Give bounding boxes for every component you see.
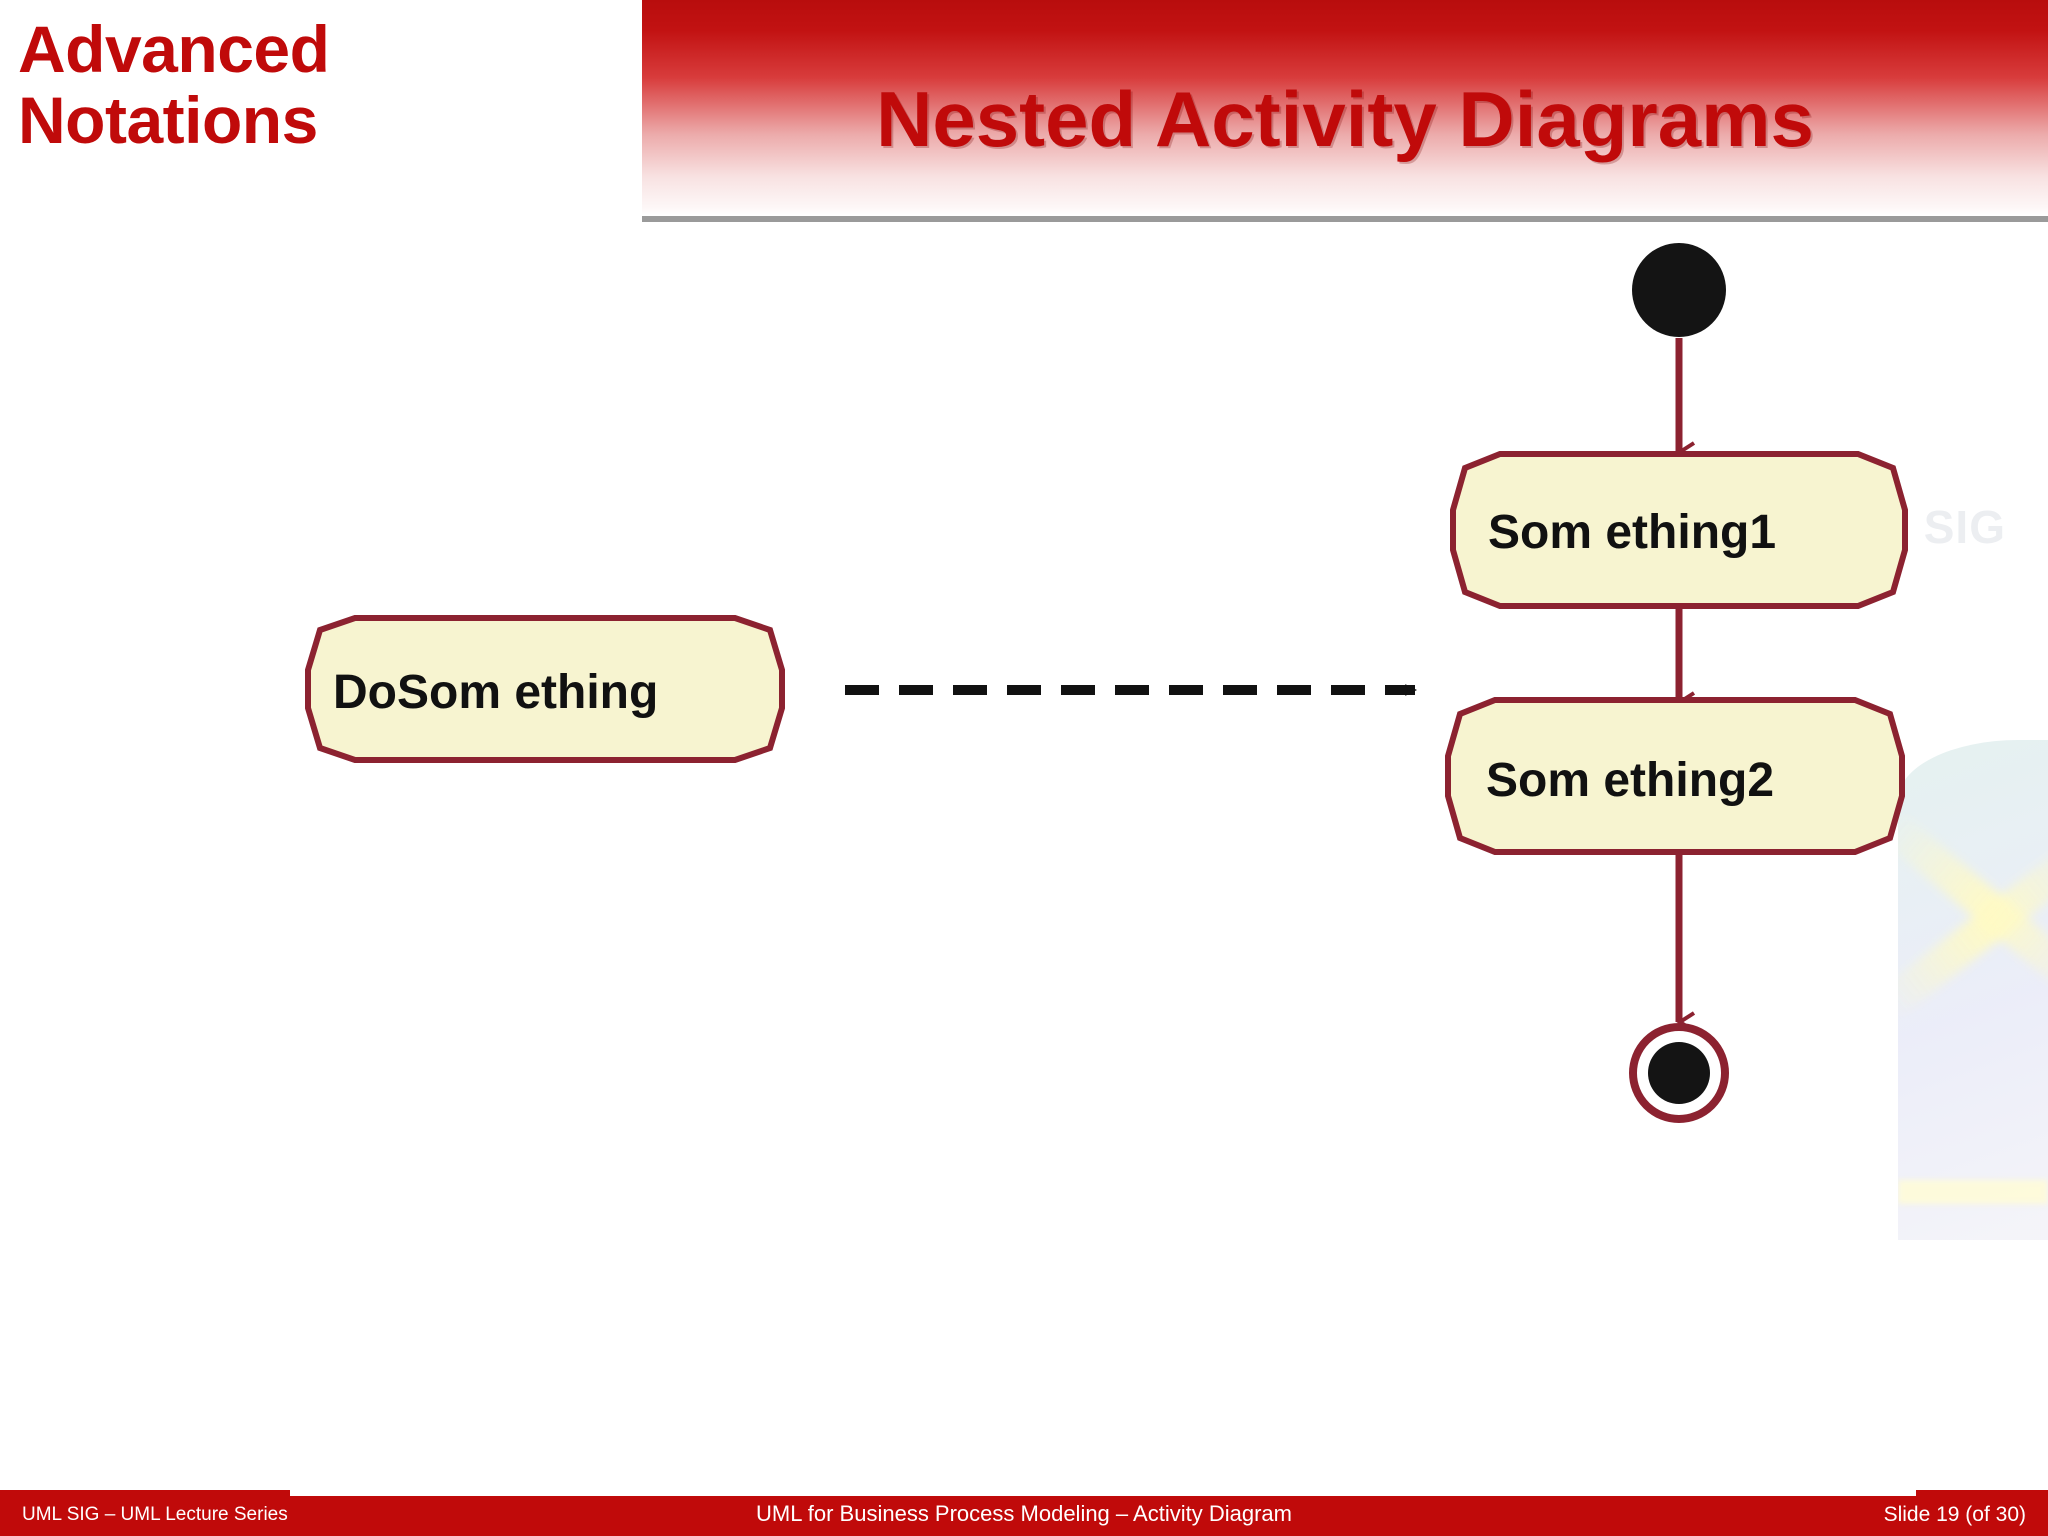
activity-diagram-area: DoSom ething Som ething1 Som ething2 xyxy=(0,230,2048,1470)
footer-slide-number: Slide 19 (of 30) xyxy=(1883,1503,2026,1526)
title-banner: Nested Activity Diagrams xyxy=(642,0,2048,222)
activity-node-something2[interactable]: Som ething2 xyxy=(1445,697,1905,855)
activity-node-label: Som ething2 xyxy=(1486,754,1774,807)
slide-footer: UML SIG – UML Lecture Series UML for Bus… xyxy=(0,1480,2048,1536)
activity-node-shape xyxy=(305,615,785,763)
activity-node-label: DoSom ething xyxy=(333,666,658,719)
footer-bar-right xyxy=(1916,1490,2048,1536)
initial-node-circle xyxy=(1632,243,1726,337)
activity-node-shape xyxy=(1445,697,1905,855)
page-title: Nested Activity Diagrams xyxy=(876,75,1814,163)
footer-bar-left xyxy=(0,1490,290,1536)
final-node-core xyxy=(1648,1042,1710,1104)
banner-shadow-rule xyxy=(642,216,2048,222)
sig-watermark-text: SIG xyxy=(1923,501,2006,553)
footer-deck-title: UML for Business Process Modeling – Acti… xyxy=(756,1501,1292,1526)
kicker-line-1: Advanced xyxy=(18,12,330,86)
footer-series-label: UML SIG – UML Lecture Series xyxy=(22,1504,288,1525)
activity-node-dosomething[interactable]: DoSom ething xyxy=(305,615,785,763)
section-kicker: Advanced Notations xyxy=(18,12,618,158)
final-node[interactable] xyxy=(1629,1023,1729,1123)
activity-node-label: Som ething1 xyxy=(1488,506,1776,559)
final-node-ring xyxy=(1629,1023,1729,1123)
activity-node-shape xyxy=(1450,451,1908,609)
activity-node-something1[interactable]: Som ething1 xyxy=(1450,451,1908,609)
kicker-line-2: Notations xyxy=(18,83,318,158)
footer-bar-center xyxy=(290,1496,1916,1536)
initial-node[interactable] xyxy=(1632,243,1726,337)
